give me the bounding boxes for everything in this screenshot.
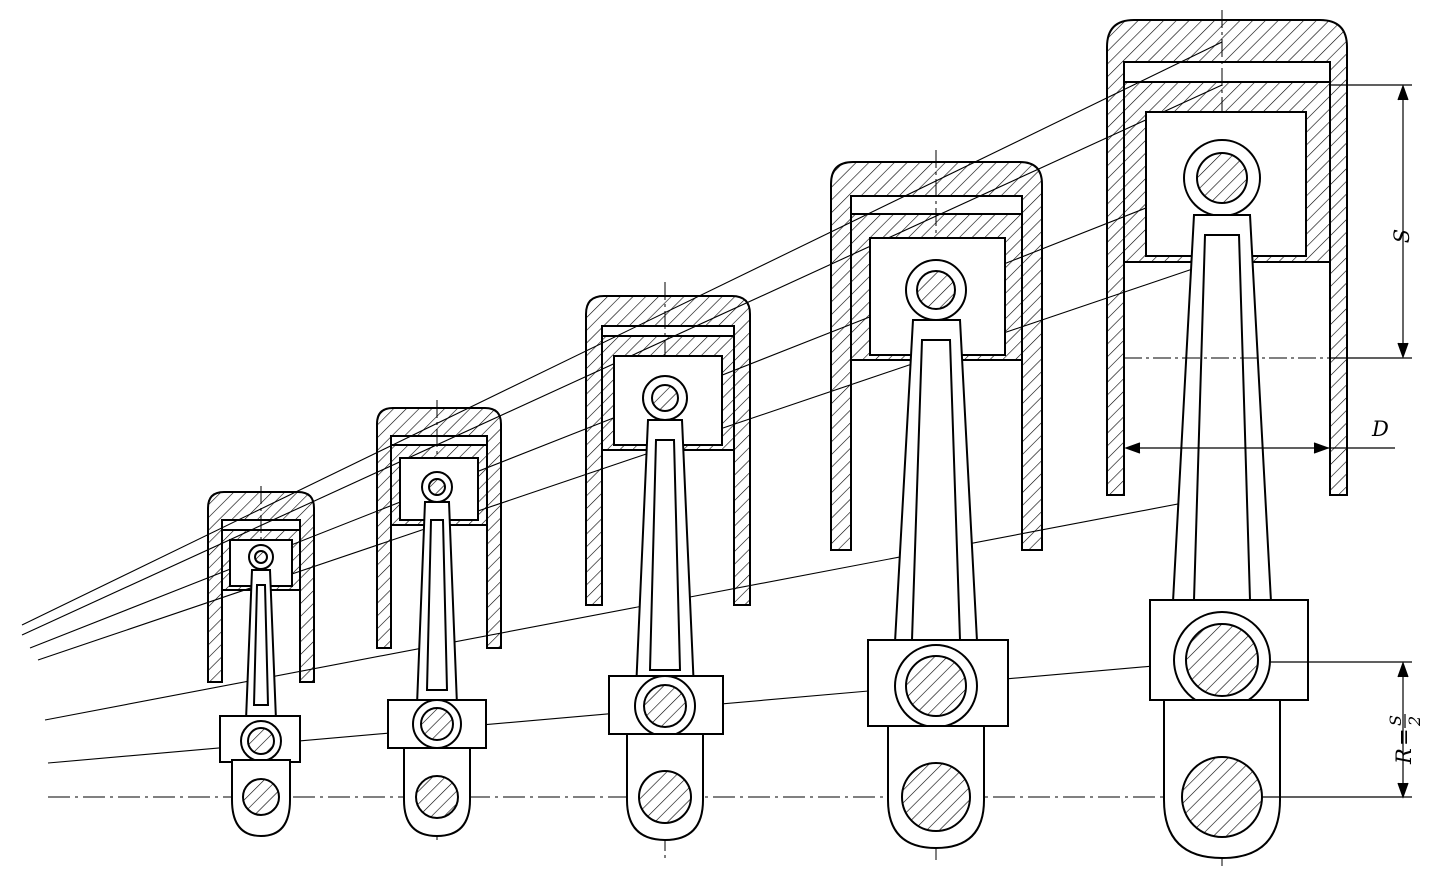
rod-groove — [252, 584, 270, 706]
rod-shank — [892, 319, 980, 661]
rod-groove — [648, 439, 682, 671]
main-journal — [901, 762, 971, 832]
radius-label-num: S — [1386, 715, 1405, 726]
assembly-size-1 — [207, 486, 315, 838]
rod-groove — [425, 519, 449, 691]
main-journal — [415, 775, 459, 819]
assembly-size-3 — [585, 282, 751, 858]
crank-pin-core — [247, 727, 275, 755]
crank-pin-core — [420, 707, 454, 741]
rod-shank — [244, 569, 278, 721]
cylinder-wall — [376, 407, 502, 649]
radius-arrow-bottom — [1397, 782, 1409, 799]
rod-shank — [634, 419, 696, 691]
radius-label-r: R — [1392, 748, 1416, 765]
radius-arrow-top — [1397, 661, 1409, 678]
diameter-arrow-right — [1313, 442, 1330, 454]
assembly-size-2 — [376, 400, 502, 840]
radius-label: R = S 2 — [1386, 714, 1424, 765]
radius-label-eq: = — [1392, 728, 1416, 746]
main-journal — [1181, 756, 1263, 838]
stroke-label: S — [1390, 229, 1414, 243]
rod-shank — [1170, 214, 1274, 621]
crank-pin-core — [905, 655, 967, 717]
main-journal — [638, 770, 692, 824]
cylinder-wall — [585, 295, 751, 606]
stroke-arrow-top — [1397, 84, 1409, 101]
diameter-label: D — [1371, 417, 1389, 441]
stroke-arrow-bottom — [1397, 342, 1409, 359]
diameter-arrow-left — [1124, 442, 1141, 454]
cylinder-wall — [1106, 19, 1348, 496]
piston-pin-core — [651, 384, 679, 412]
main-journal — [242, 778, 280, 816]
crank-pin-core — [643, 684, 687, 728]
assembly-size-5 — [1106, 10, 1348, 866]
dimension-stroke — [1330, 84, 1412, 359]
piston-pin-core — [428, 478, 446, 496]
piston-pin-core — [1196, 152, 1248, 204]
dimension-diameter — [1124, 442, 1395, 454]
piston-pin-core — [916, 270, 956, 310]
cylinder-wall — [830, 161, 1043, 551]
cylinder-wall — [207, 491, 315, 683]
crank-pin-core — [1185, 623, 1259, 697]
dimension-radius — [1262, 661, 1412, 799]
radius-label-den: 2 — [1405, 716, 1424, 727]
assembly-size-4 — [830, 150, 1043, 860]
piston-pin-core — [254, 550, 268, 564]
rod-shank — [415, 501, 459, 706]
